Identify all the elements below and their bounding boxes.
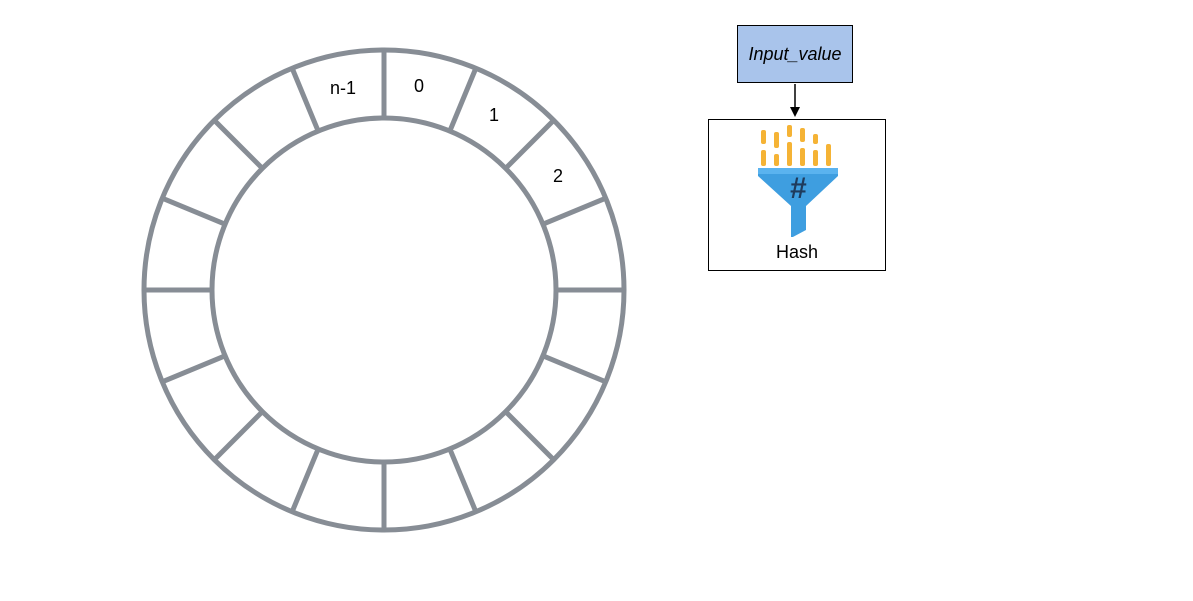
hash-node: # Hash [708, 119, 886, 271]
ring-divider [447, 67, 479, 133]
slot-label-2: 2 [553, 166, 563, 186]
slot-label-1: 1 [489, 105, 499, 125]
ring-divider [503, 409, 556, 462]
input-value-node: Input_value [737, 25, 853, 83]
ring-divider [161, 353, 227, 385]
ring-divider [503, 118, 556, 171]
ring-geometry [141, 47, 627, 533]
slot-label-n-1: n-1 [330, 78, 356, 98]
ring-divider [289, 447, 321, 513]
svg-text:#: # [790, 172, 807, 205]
hash-funnel-icon: # [758, 125, 838, 237]
ring-divider [161, 195, 227, 227]
slot-label-0: 0 [414, 76, 424, 96]
input-value-label: Input_value [748, 43, 842, 64]
ring-divider [447, 447, 479, 513]
ring-divider [212, 409, 265, 462]
ring-divider [289, 67, 321, 133]
ring-inner-circle [209, 115, 559, 465]
ring-divider [541, 353, 607, 385]
ring-divider [212, 118, 265, 171]
ring-divider [541, 195, 607, 227]
hash-label: Hash [775, 242, 819, 262]
